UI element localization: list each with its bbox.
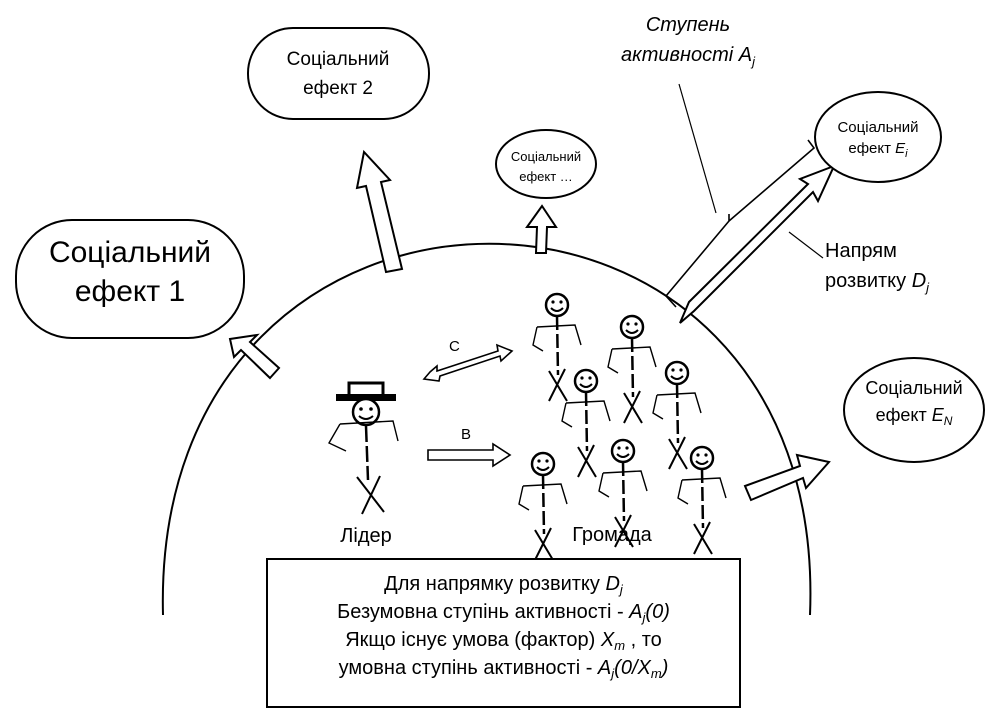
- effect-2-line1: Соціальний: [287, 49, 390, 70]
- arrow-to-effect-1: [228, 333, 281, 380]
- effect-i-line2: ефект Ei: [848, 140, 908, 160]
- info-line-4: умовна ступінь активності - Aj(0/Xm): [338, 657, 669, 681]
- community-dome: [161, 242, 812, 616]
- effect-1-line1: Соціальний: [49, 236, 211, 269]
- effect-i-line1: Соціальний: [837, 119, 918, 136]
- info-line-1: Для напрямку розвитку Dj: [384, 573, 623, 597]
- effect-1-oval: [15, 219, 245, 339]
- leader-label: Лідер: [340, 525, 391, 547]
- arrow-to-effect-more: [525, 204, 558, 254]
- arrow-to-effect-n: [743, 453, 831, 502]
- effect-more-oval: [495, 129, 597, 199]
- effect-1-line2: ефект 1: [75, 275, 185, 308]
- effect-n-line1: Соціальний: [865, 378, 962, 398]
- effect-i-oval: [814, 91, 942, 183]
- effect-2-line2: ефект 2: [303, 78, 373, 99]
- arrow-b-label: B: [461, 426, 471, 443]
- effect-2-oval: [247, 27, 430, 120]
- arrow-c-label: C: [449, 338, 460, 355]
- effect-more-line2: ефект …: [519, 169, 573, 184]
- effect-n-oval: [843, 357, 985, 463]
- leader-figure: [328, 381, 399, 515]
- community-figures: [517, 292, 728, 562]
- info-line-2: Безумовна ступінь активності - Aj(0): [337, 601, 670, 625]
- community-label: Громада: [572, 524, 652, 546]
- direction-label-line1: Напрям: [825, 240, 897, 262]
- conditions-box: Для напрямку розвитку Dj Безумовна ступі…: [266, 558, 741, 708]
- effect-n-line2: ефект EN: [876, 405, 953, 428]
- direction-pointer-line: [788, 231, 824, 259]
- info-line-3: Якщо існує умова (фактор) Xm , то: [345, 629, 662, 653]
- arrow-to-effect-i: [679, 164, 836, 324]
- arrow-c-bidirectional: [422, 343, 514, 382]
- activity-pointer-line: [678, 83, 717, 214]
- activity-bracket: [664, 139, 816, 308]
- effect-more-line1: Соціальний: [511, 149, 581, 164]
- arrow-b: [427, 442, 512, 468]
- arrow-to-effect-2: [355, 149, 404, 274]
- activity-label-line2: активності Aj: [621, 44, 756, 69]
- activity-label-line1: Ступень: [646, 14, 730, 36]
- direction-label-line2: розвитку Dj: [825, 270, 930, 295]
